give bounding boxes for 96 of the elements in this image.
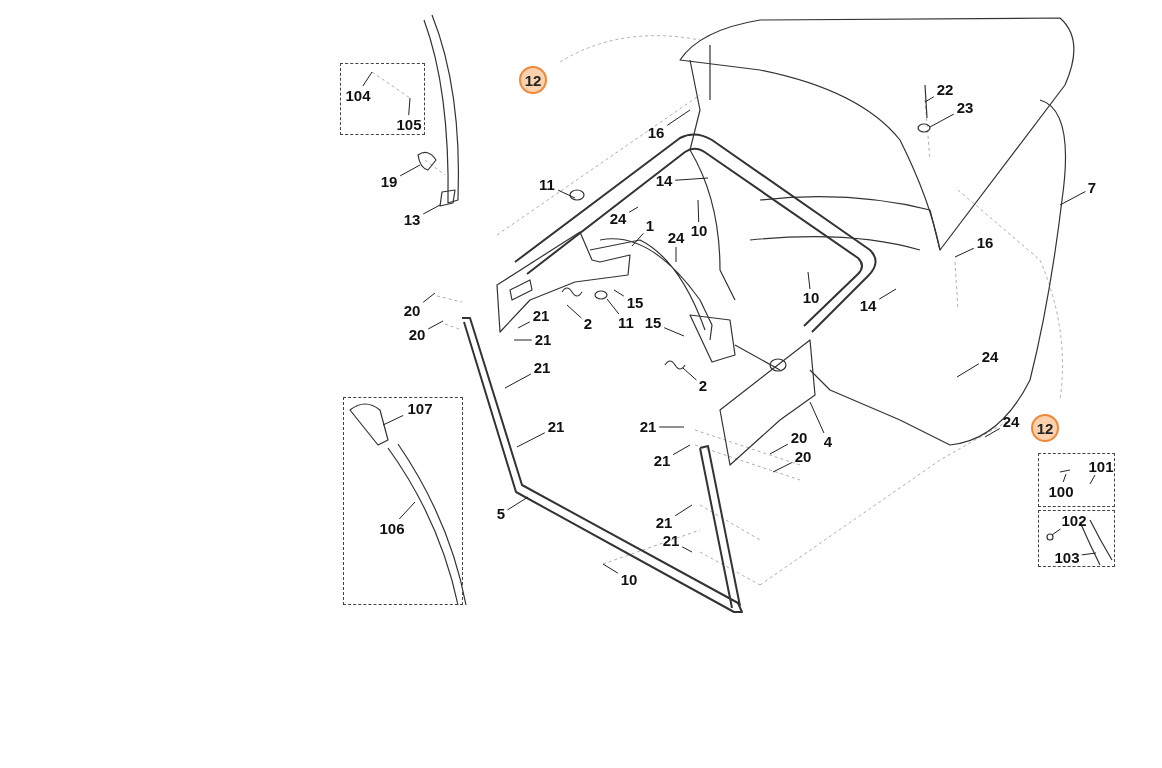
callout-number: 19 [380, 173, 398, 191]
leader-line [408, 97, 411, 116]
callout-number: 1 [645, 217, 655, 235]
leader-line [674, 504, 693, 517]
leader-line [954, 247, 975, 258]
callout-number: 105 [396, 116, 422, 134]
leader-line [807, 271, 811, 290]
leader-line [658, 426, 685, 428]
leader-line [516, 432, 546, 448]
callout-number: 104 [345, 87, 371, 105]
leader-line [566, 304, 582, 319]
leader-line [956, 363, 980, 378]
callout-number: 21 [655, 514, 673, 532]
callout-number: 21 [534, 331, 552, 349]
callout-number: 21 [662, 532, 680, 550]
leader-line [663, 327, 685, 337]
leader-line [929, 113, 955, 128]
leader-line [382, 414, 404, 426]
callout-number: 23 [956, 99, 974, 117]
callout-number: 21 [639, 418, 657, 436]
leader-line [878, 288, 897, 300]
callout-number: 15 [644, 314, 662, 332]
leader-line [398, 501, 416, 520]
callout-number: 107 [407, 400, 433, 418]
callout-number: 21 [532, 307, 550, 325]
leader-line [613, 289, 625, 297]
callout-number: 103 [1054, 549, 1080, 567]
leader-line [557, 189, 576, 199]
callout-number: 12 [519, 66, 547, 94]
leader-line [507, 496, 529, 511]
callout-number: 10 [802, 289, 820, 307]
callout-number: 16 [976, 234, 994, 252]
leader-line [672, 444, 691, 456]
leader-line [697, 199, 700, 223]
leader-line [666, 109, 691, 126]
leader-line [427, 320, 444, 330]
callout-number: 13 [403, 211, 421, 229]
callout-number: 24 [667, 229, 685, 247]
callout-number: 15 [626, 294, 644, 312]
callout-number: 11 [539, 176, 555, 194]
callout-number: 14 [859, 297, 877, 315]
callout-number: 7 [1087, 179, 1097, 197]
leader-line [924, 96, 935, 103]
callout-number: 100 [1048, 483, 1074, 501]
leader-line [984, 427, 1001, 438]
leader-line [1081, 552, 1097, 556]
leader-line [362, 71, 373, 87]
dashed-group-box [340, 63, 425, 135]
leader-line [631, 232, 644, 247]
dashed-group-box [343, 397, 463, 605]
leader-line [1059, 191, 1086, 206]
callout-number: 106 [379, 520, 405, 538]
leader-line [675, 246, 677, 263]
leader-line [1089, 474, 1096, 485]
leader-line [682, 367, 697, 381]
callout-number: 12 [1031, 414, 1059, 442]
callout-number: 21 [653, 452, 671, 470]
callout-number: 20 [794, 448, 812, 466]
leader-line [628, 206, 639, 213]
leader-line [769, 443, 789, 455]
callout-number: 4 [823, 433, 833, 451]
leader-line [513, 339, 533, 341]
callout-number: 24 [1002, 413, 1020, 431]
callout-number: 102 [1061, 512, 1087, 530]
leader-line [422, 292, 436, 303]
callout-number: 24 [981, 348, 999, 366]
callout-number: 20 [790, 429, 808, 447]
dashed-group-box [1038, 510, 1115, 567]
leader-line [809, 401, 825, 434]
callout-number: 24 [609, 210, 627, 228]
callout-number: 10 [620, 571, 638, 589]
leader-line [772, 462, 793, 473]
callout-number: 2 [583, 315, 593, 333]
callout-number: 101 [1088, 458, 1114, 476]
leader-line [681, 546, 693, 553]
dashed-group-box [1038, 453, 1115, 507]
leader-line [422, 204, 441, 215]
callout-number: 14 [655, 172, 673, 190]
leader-line [504, 373, 532, 389]
callout-number: 10 [690, 222, 708, 240]
callout-number: 21 [533, 359, 551, 377]
callout-number: 2 [698, 377, 708, 395]
leader-line [1051, 528, 1061, 536]
callout-number: 5 [496, 505, 506, 523]
callout-number: 20 [403, 302, 421, 320]
callout-number: 11 [618, 314, 634, 332]
leader-line [1062, 473, 1067, 483]
callout-number: 21 [547, 418, 565, 436]
callout-number: 22 [936, 81, 954, 99]
callout-number: 16 [647, 124, 665, 142]
leader-line [674, 177, 709, 181]
callout-number: 20 [408, 326, 426, 344]
leader-line [399, 164, 421, 177]
leader-line [517, 321, 531, 329]
leader-line [602, 563, 619, 574]
leader-line [606, 298, 620, 315]
